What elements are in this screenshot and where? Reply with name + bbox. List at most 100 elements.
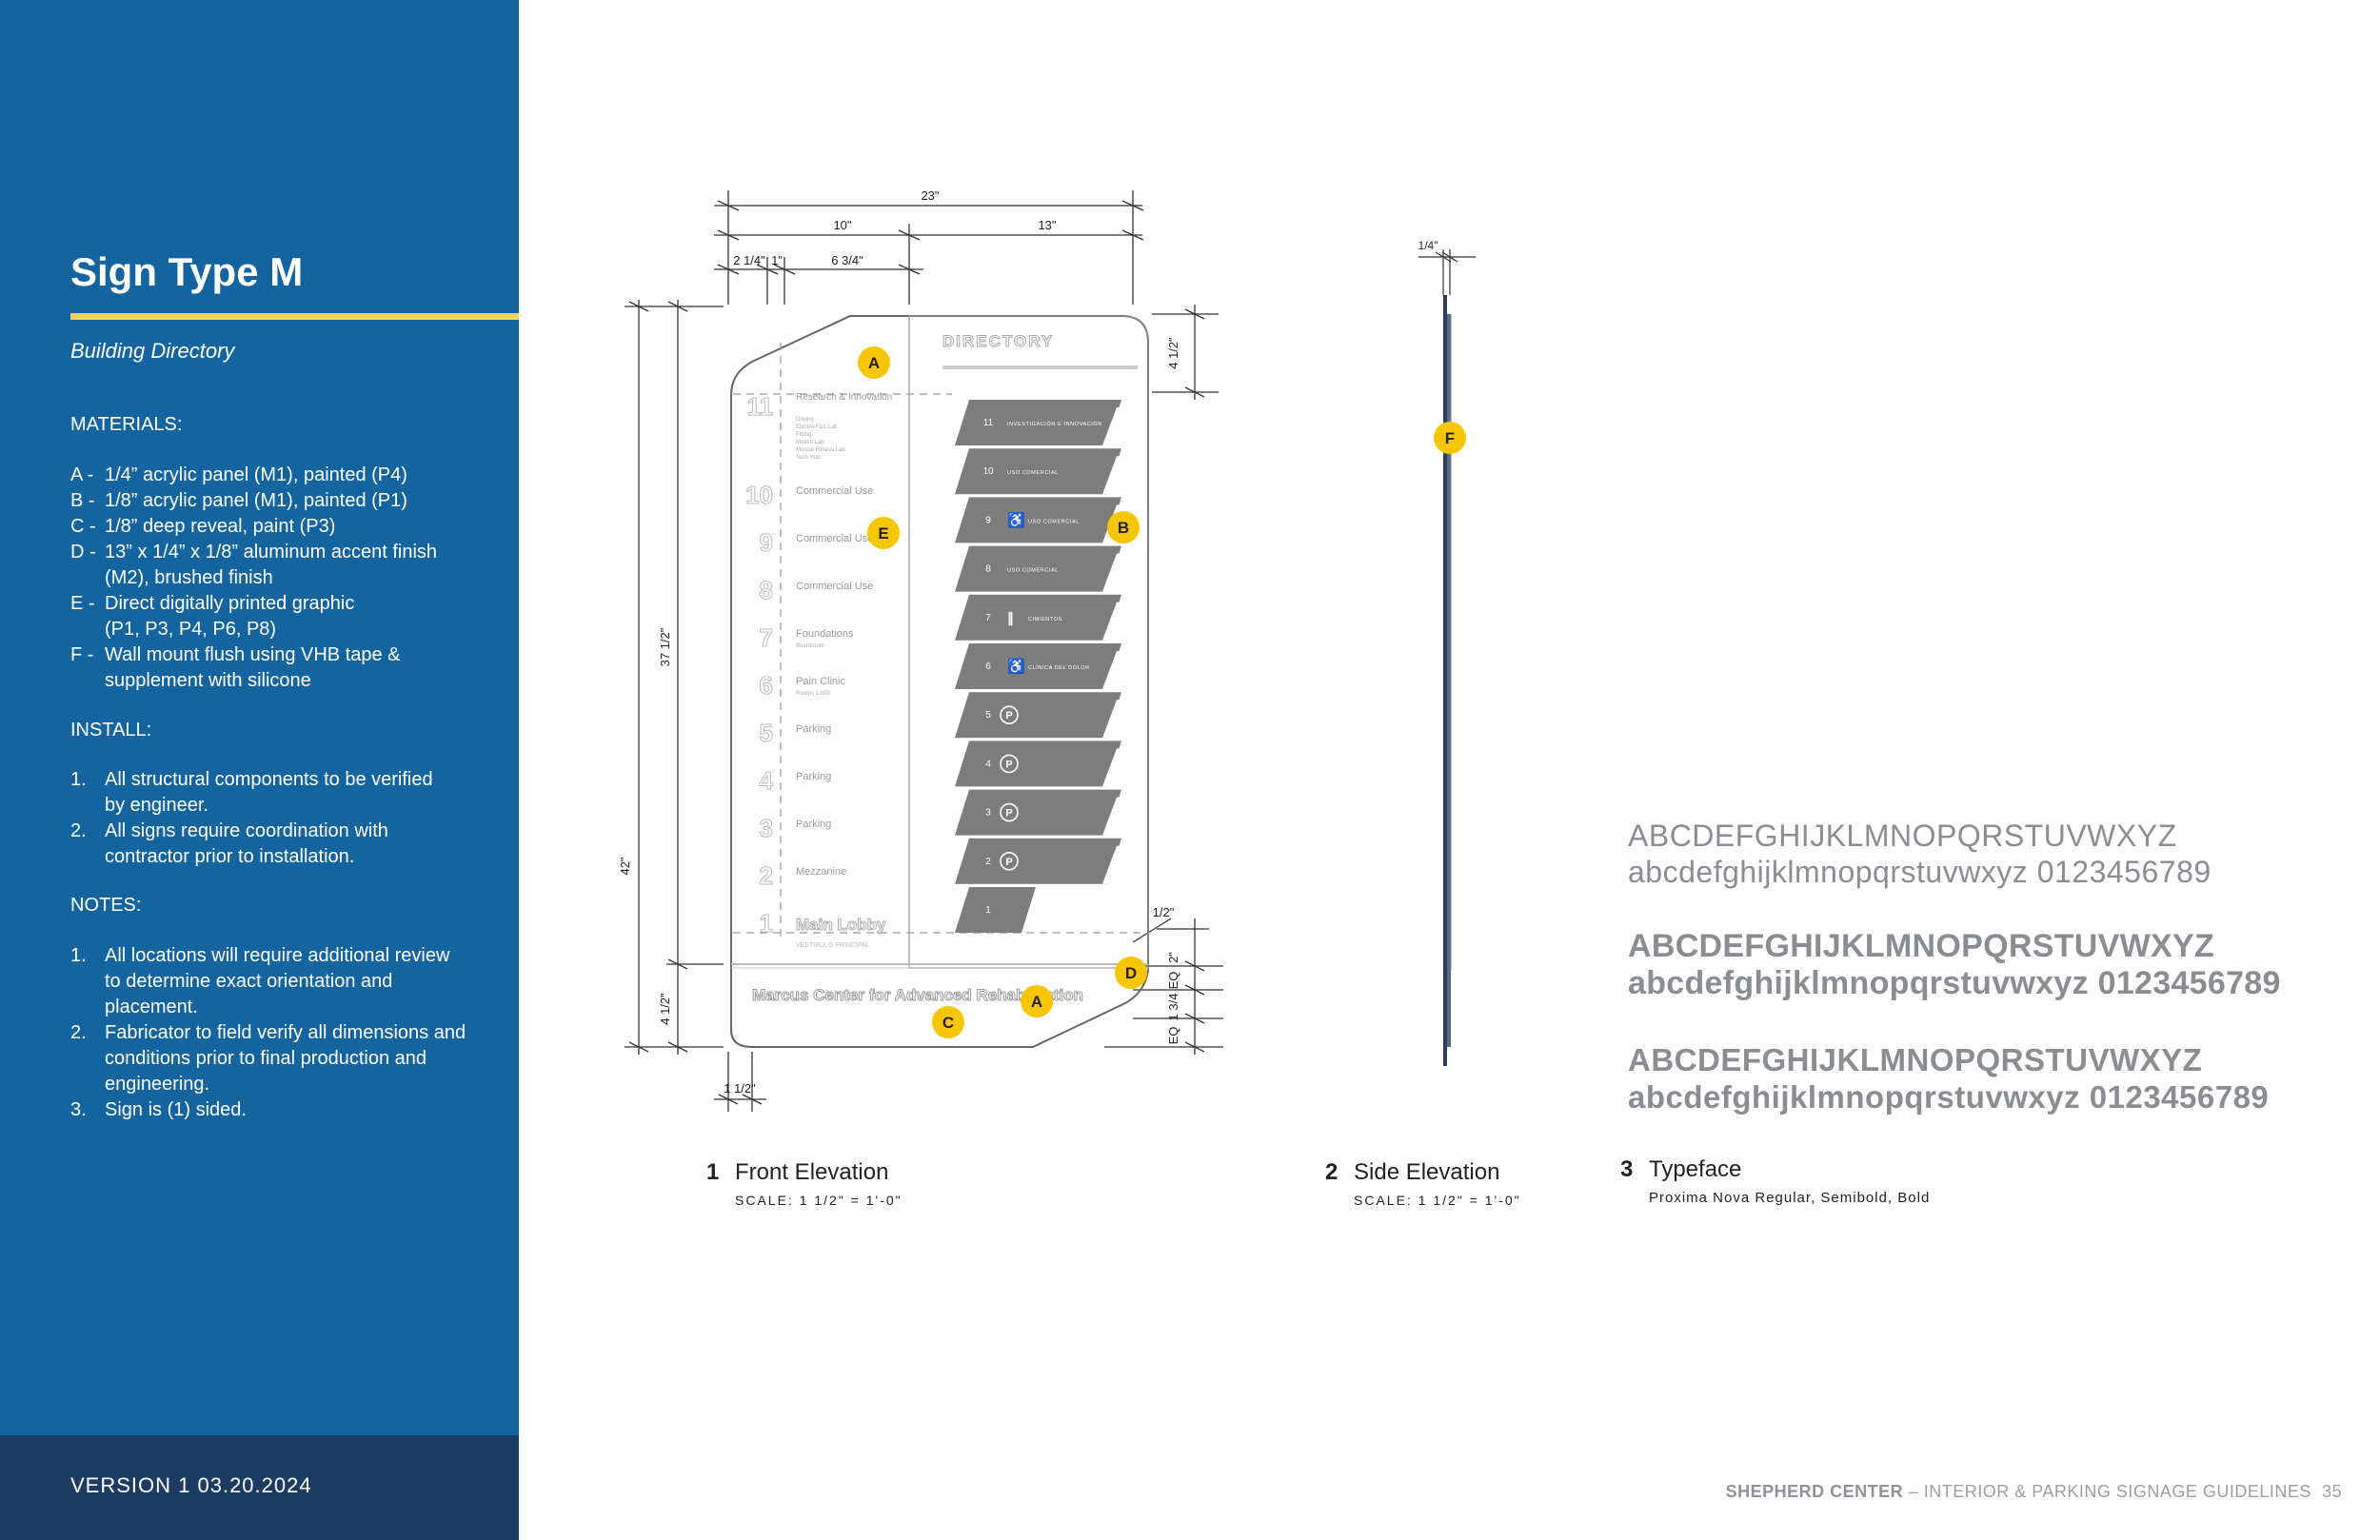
install-item: 2. All signs require coordination with co… — [70, 819, 451, 870]
materials-item: C -1/8” deep reveal, paint (P3) — [70, 514, 489, 540]
left-floor-label: Foundations — [796, 628, 854, 640]
install-item: 1.All structural components to be verifi… — [70, 767, 451, 819]
side-callouts: F — [1434, 422, 1466, 454]
callout-marker: D — [1115, 957, 1147, 989]
left-floor-row: 4 Parking — [759, 766, 831, 796]
caption-number-side: 2 — [1325, 1159, 1339, 1185]
floor-panel-shape — [955, 838, 1121, 884]
side-elevation-drawing: 1/4" — [1418, 239, 1476, 1066]
left-floor-number: 4 — [760, 766, 774, 795]
right-floor-panel: 9♿USO COMERCIAL — [955, 497, 1121, 543]
left-floor-number: 2 — [760, 861, 773, 890]
notes-text: Fabricator to field verify all dimension… — [105, 1022, 466, 1095]
floor-panel-shape — [955, 887, 1036, 933]
floor-panel-shape — [955, 594, 1121, 641]
right-floor-number: 8 — [985, 564, 991, 575]
dim-height-total: 42" — [618, 857, 632, 875]
accessible-icon: ♿ — [1007, 658, 1025, 675]
floor-panel-shape — [955, 789, 1121, 836]
left-floor-number: 11 — [747, 392, 774, 421]
floor-panel-notch — [1102, 456, 1121, 495]
version-bar: VERSION 1 03.20.2024 — [0, 1435, 519, 1540]
callout-letter: E — [878, 524, 888, 543]
left-floor-number: 8 — [760, 576, 773, 604]
right-floor-number: 5 — [985, 710, 991, 721]
right-floor-number: 4 — [985, 759, 991, 769]
floor-panel-notch — [1102, 651, 1121, 689]
dim-right-width: 13" — [1038, 218, 1056, 232]
left-floor-sub: Tech Hub — [796, 455, 821, 461]
install-text: All signs require coordination with cont… — [105, 820, 388, 867]
callout-letter: B — [1118, 519, 1129, 537]
directory-panel-outline — [909, 315, 1149, 971]
materials-text: 1/8” acrylic panel (M1), painted (P1) — [105, 490, 407, 511]
materials-item: F -Wall mount flush using VHB tape & sup… — [70, 642, 451, 694]
left-floor-label: Parking — [796, 819, 831, 830]
callout-marker: F — [1434, 422, 1466, 454]
floor-panel-notch — [1102, 845, 1121, 884]
left-floor-number: 3 — [760, 814, 773, 842]
left-floor-label: Pain Clinic — [796, 676, 845, 687]
left-floor-sub: Electro-Fizz Lab — [796, 424, 838, 430]
footer-brand: SHEPHERD CENTER — [1725, 1482, 1904, 1501]
notes-heading: NOTES: — [70, 895, 142, 916]
right-floor-panel: 6♿CLÍNICA DEL DOLOR — [955, 643, 1121, 689]
callout-marker: A — [1021, 985, 1053, 1017]
left-floor-number: 1 — [760, 909, 773, 938]
right-floor-label: USO COMERCIAL — [1028, 519, 1080, 524]
parking-letter: P — [1005, 710, 1012, 721]
side-depth-label: 1/4" — [1418, 239, 1438, 252]
materials-key: C - — [70, 516, 96, 537]
floor-panel-shape — [955, 740, 1121, 787]
dim-d3: 6 3/4" — [831, 253, 863, 267]
dim-d2: 1" — [771, 253, 783, 267]
left-floor-number: 5 — [760, 719, 773, 747]
floor-panel-notch — [1102, 797, 1121, 836]
specimen-semibold-lower: abcdefghijklmnopqrstuvwxyz 0123456789 — [1628, 965, 2281, 1001]
left-floor-number: 6 — [760, 671, 773, 700]
callout-letter: A — [868, 354, 880, 372]
caption-title-typeface: Typeface — [1649, 1156, 1742, 1182]
install-key: 2. — [70, 820, 87, 841]
left-floor-sub: VESTIBULO PRINCIPAL — [796, 942, 870, 949]
materials-key: B - — [70, 490, 95, 511]
right-floor-number: 6 — [985, 661, 991, 672]
right-floor-panel: 1 — [955, 887, 1036, 933]
install-heading: INSTALL: — [70, 720, 152, 740]
floor-panel-shape — [955, 497, 1121, 543]
callout-circle — [1107, 511, 1140, 543]
left-floor-label: Commercial Use — [796, 533, 873, 544]
specimen-bold-upper: ABCDEFGHIJKLMNOPQRSTUVWXYZ — [1628, 1042, 2203, 1077]
directory-heading: DIRECTORY — [942, 332, 1054, 350]
callout-letter: A — [1031, 993, 1042, 1011]
info-sidebar: Sign Type M Building Directory MATERIALS… — [0, 0, 519, 1435]
floor-panel-notch — [1102, 407, 1121, 445]
base-text: Marcus Center for Advanced Rehabilitatio… — [752, 986, 1083, 1004]
callout-letter: F — [1445, 429, 1455, 447]
materials-key: F - — [70, 644, 94, 665]
front-dimension-lines — [625, 190, 1223, 1112]
side-panel-face — [1447, 314, 1451, 1047]
install-key: 1. — [70, 769, 87, 790]
caption-scale-front: SCALE: 1 1/2" = 1'-0" — [735, 1193, 902, 1208]
materials-key: D - — [70, 542, 96, 563]
accessible-icon: ♿ — [1007, 511, 1025, 528]
floor-panel-notch — [1102, 700, 1121, 739]
left-floor-label: Parking — [796, 771, 831, 782]
left-floor-sub: Fitting — [796, 432, 811, 438]
dim-right-eq1: EQ — [1166, 972, 1180, 990]
left-floor-label: Mezzanine — [796, 866, 846, 878]
materials-text: 1/4” acrylic panel (M1), painted (P4) — [105, 464, 407, 485]
dim-left-width: 10" — [833, 218, 851, 232]
parking-icon — [1000, 851, 1019, 871]
specimen-regular-upper: ABCDEFGHIJKLMNOPQRSTUVWXYZ — [1628, 819, 2177, 853]
dim-d1: 2 1/4" — [733, 253, 765, 267]
page-title: Sign Type M — [70, 249, 304, 294]
